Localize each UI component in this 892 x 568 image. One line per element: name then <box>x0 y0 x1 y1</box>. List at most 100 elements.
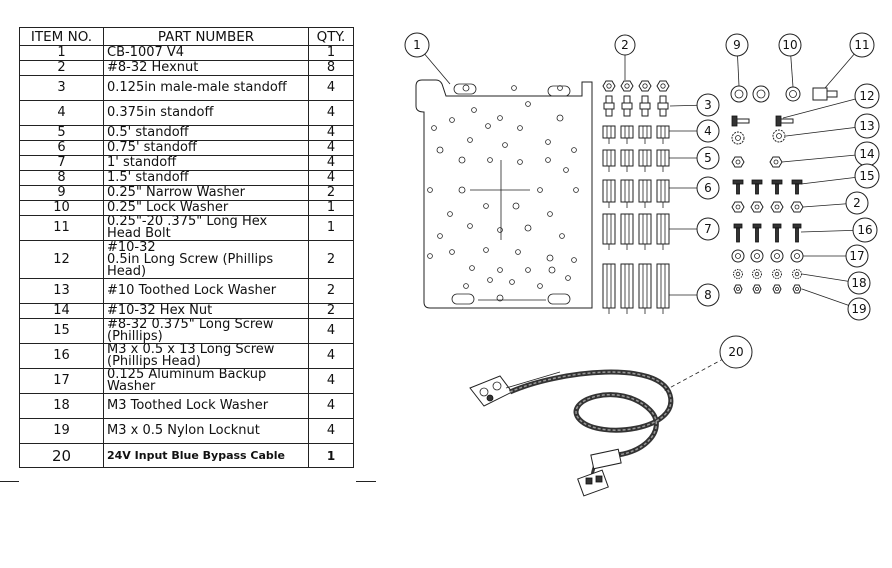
callout-balloon <box>719 335 753 369</box>
callout-number: 6 <box>704 181 712 195</box>
board-hole <box>573 187 579 193</box>
standoff-hex <box>603 102 615 110</box>
standoff <box>620 149 634 167</box>
board-hole <box>483 247 489 253</box>
board-hole <box>517 159 523 165</box>
board-hole <box>497 227 503 233</box>
standoff <box>620 179 634 203</box>
part-number-cell: 0.25" Narrow Washer <box>103 185 309 201</box>
nylon-locknut <box>752 284 762 294</box>
lock-washer <box>785 86 801 102</box>
m3-toothed-washer <box>772 269 782 279</box>
standoff <box>656 263 670 309</box>
board-hole <box>546 254 554 262</box>
standoff <box>620 213 634 245</box>
toothed-lock-washer <box>731 131 745 145</box>
hex-nut-hole <box>754 204 760 210</box>
standoff-hex <box>621 102 633 110</box>
quantity-cell: 4 <box>308 368 354 394</box>
standoff <box>638 179 652 203</box>
callout-number: 5 <box>704 151 712 165</box>
board-hole <box>565 275 571 281</box>
hex-head-bolt <box>812 87 828 101</box>
hex-nut-hole <box>735 204 741 210</box>
hex-nut-hole <box>773 159 779 165</box>
short-screw-shank <box>736 183 740 195</box>
nylon-locknut-hole <box>755 287 759 291</box>
part-number-cell: 0.125in male-male standoff <box>103 75 309 101</box>
callout-balloon <box>696 146 720 170</box>
callout-balloon <box>725 33 749 57</box>
board-hole <box>469 265 475 271</box>
board-hole <box>463 283 469 289</box>
callout-balloon <box>854 83 880 109</box>
standoff <box>638 125 652 139</box>
long-screw-shank <box>795 227 799 243</box>
callout-balloon <box>696 217 720 241</box>
callout-leaders <box>416 44 868 393</box>
phillips-screw-head <box>775 115 782 127</box>
item-number-cell: 15 <box>19 318 104 344</box>
phillips-screw-shank <box>780 118 794 124</box>
board-hole <box>557 85 563 91</box>
callout-number: 19 <box>851 302 866 316</box>
board-hole <box>437 233 443 239</box>
callout-number: 2 <box>621 38 629 52</box>
board-plate-drawing <box>415 79 593 309</box>
board-hole <box>548 266 556 274</box>
long-screw-head <box>772 223 782 229</box>
hex-nut-hole <box>735 159 741 165</box>
board-hole <box>545 157 551 163</box>
board-hole <box>467 223 473 229</box>
item-number-cell: 17 <box>19 368 104 394</box>
board-hole <box>449 117 455 123</box>
callout-number: 12 <box>859 89 874 103</box>
board-hole <box>509 279 515 285</box>
hex-nut <box>638 80 652 92</box>
board-hole <box>436 146 444 154</box>
leader-line <box>785 125 868 137</box>
callout-number: 11 <box>854 38 869 52</box>
nylon-locknut <box>772 284 782 294</box>
hex-nut-hole <box>642 83 648 89</box>
board-hole <box>563 167 569 173</box>
standoff <box>656 149 670 167</box>
board-hole <box>559 233 565 239</box>
m3-toothed-washer <box>792 269 802 279</box>
standoff <box>602 125 616 139</box>
part-number-cell: 0.25" Lock Washer <box>103 200 309 216</box>
toothed-lock-washer-hole <box>776 133 782 139</box>
hex-nut <box>731 156 745 168</box>
quantity-cell: 4 <box>308 75 354 101</box>
board-hole <box>511 85 517 91</box>
board-hole <box>427 253 433 259</box>
board-hole <box>517 125 523 131</box>
callout-number: 17 <box>849 249 864 263</box>
board-hole <box>485 123 491 129</box>
standoff <box>602 263 616 309</box>
board-hole <box>497 115 503 121</box>
lock-washer-hole <box>789 90 797 98</box>
hex-nut <box>620 80 634 92</box>
long-screw-head <box>733 223 743 229</box>
backup-washer <box>790 249 804 263</box>
callout-balloon <box>696 119 720 143</box>
short-screw-head <box>771 179 783 185</box>
board-hole <box>467 137 473 143</box>
hex-nut-hole <box>606 83 612 89</box>
backup-washer <box>731 249 745 263</box>
board-hole <box>431 125 437 131</box>
standoff <box>602 213 616 245</box>
narrow-washer-hole <box>734 89 744 99</box>
nylon-locknut-hole <box>775 287 779 291</box>
quantity-cell: 4 <box>308 100 354 126</box>
long-screw-head <box>752 223 762 229</box>
item-number-cell: 14 <box>19 303 104 319</box>
item-number-cell: 16 <box>19 343 104 369</box>
